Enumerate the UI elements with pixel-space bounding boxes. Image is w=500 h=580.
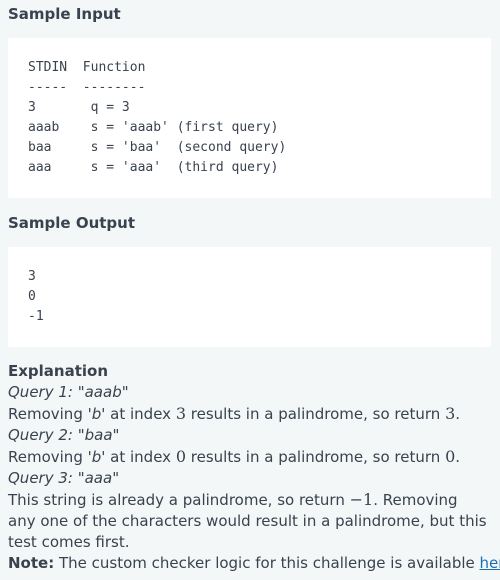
sample-input-line: 3 q = 3 — [28, 100, 130, 115]
sample-output-line: 3 — [28, 269, 36, 284]
query-1-explanation: Removing 'b' at index 3 results in a pal… — [8, 404, 461, 423]
sample-output-line: 0 — [28, 289, 36, 304]
sample-input-line: ----- -------- — [28, 80, 146, 95]
index-value: 0 — [175, 447, 186, 466]
index-value: 3 — [175, 404, 186, 423]
query-1-title: Query 1: "aaab" — [8, 383, 129, 401]
note: Note: The custom checker logic for this … — [8, 553, 500, 574]
explanation-heading: Explanation — [8, 362, 109, 380]
sample-output-box: 3 0 -1 — [8, 247, 491, 347]
sample-output-line: -1 — [28, 309, 44, 324]
checker-link[interactable]: here — [479, 554, 500, 572]
query-3-title: Query 3: "aaa" — [8, 469, 120, 487]
sample-input-heading: Sample Input — [8, 5, 121, 23]
removed-char: 'b' — [87, 448, 106, 466]
sample-output-heading: Sample Output — [8, 214, 136, 232]
return-value: 3 — [445, 404, 456, 423]
query-3-explanation: This string is already a palindrome, so … — [8, 490, 487, 551]
query-2-explanation: Removing 'b' at index 0 results in a pal… — [8, 447, 461, 466]
sample-input-box: STDIN Function ----- -------- 3 q = 3 aa… — [8, 38, 491, 198]
sample-input-line: aaab s = 'aaab' (first query) — [28, 120, 279, 135]
sample-input-line: aaa s = 'aaa' (third query) — [28, 160, 279, 175]
query-2-title: Query 2: "baa" — [8, 426, 120, 444]
explanation-section: Explanation Query 1: "aaab" Removing 'b'… — [8, 361, 500, 574]
return-value: 0 — [445, 447, 456, 466]
sample-input-line: baa s = 'baa' (second query) — [28, 140, 287, 155]
return-value: −1 — [349, 490, 374, 509]
removed-char: 'b' — [87, 405, 106, 423]
note-label: Note: — [8, 554, 55, 572]
sample-input-line: STDIN Function — [28, 60, 146, 75]
